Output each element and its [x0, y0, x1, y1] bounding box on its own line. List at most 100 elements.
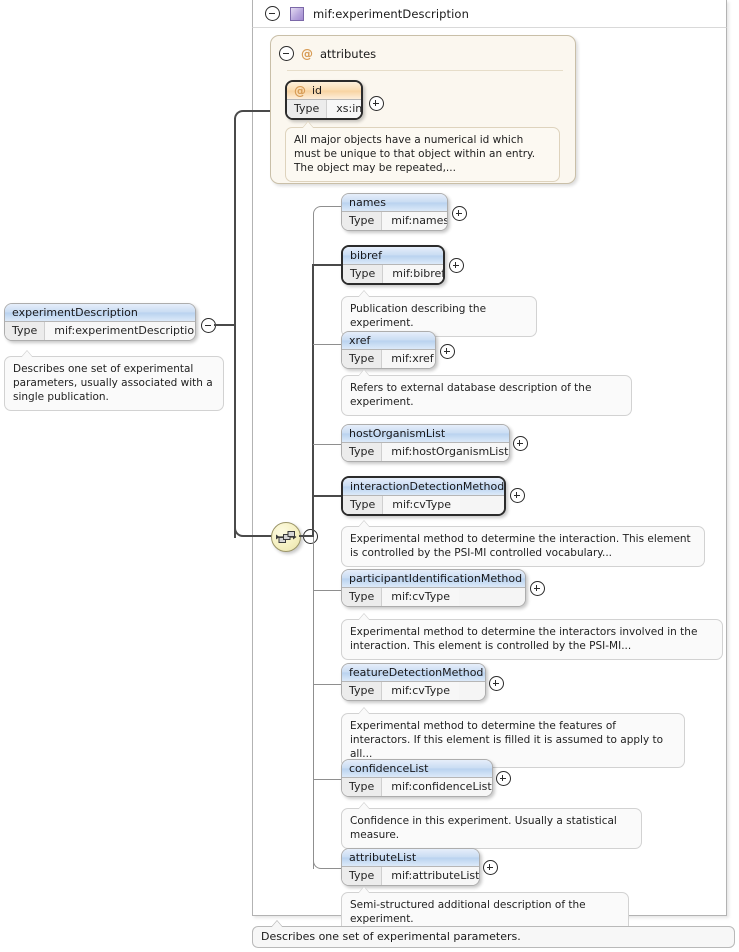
element-type-value-bibref: mif:bibref	[383, 265, 443, 283]
element-node-bibref[interactable]: bibref Type mif:bibref	[341, 245, 445, 285]
element-expand-plus-icon-xref[interactable]	[440, 344, 455, 359]
sequence-glyph	[276, 531, 297, 543]
element-type-key-names: Type	[342, 212, 383, 230]
connector-child-spine	[313, 214, 314, 869]
element-expand-plus-icon-hostorganismlist[interactable]	[513, 436, 528, 451]
element-type-key-featuredetectionmethod: Type	[342, 682, 383, 700]
element-expand-plus-icon-participantidentificationmethod[interactable]	[530, 581, 545, 596]
element-type-key-attributelist: Type	[342, 867, 383, 885]
connector-line-attributelist	[328, 868, 343, 869]
element-type-value-hostorganismlist: mif:hostOrganismList	[382, 443, 509, 461]
root-element-type-row: Type mif:experimentDescription	[5, 322, 195, 340]
attributes-collapse-minus-icon[interactable]	[279, 46, 294, 61]
connector-line-confidencelist	[313, 779, 343, 780]
attribute-id-annotation: All major objects have a numerical id wh…	[285, 121, 560, 182]
element-type-value-participantidentificationmethod: mif:cvType	[382, 588, 460, 606]
element-name-bibref: bibref	[343, 247, 443, 265]
element-type-value-attributelist: mif:attributeList	[382, 867, 479, 885]
connector-line-participantidentificationmethod	[313, 590, 343, 591]
element-name-attributelist: attributeList	[342, 849, 479, 867]
element-node-confidencelist[interactable]: confidenceList Type mif:confidenceList	[341, 759, 493, 797]
element-node-attributelist[interactable]: attributeList Type mif:attributeList	[341, 848, 480, 886]
element-name-interactiondetectionmethod: interactionDetectionMethod	[343, 478, 504, 496]
diagram-tooltip-text: Describes one set of experimental parame…	[261, 930, 521, 943]
root-element-name: experimentDescription	[5, 304, 195, 322]
element-expand-plus-icon-names[interactable]	[452, 206, 467, 221]
attribute-id-name: id	[312, 84, 323, 97]
element-annotation-participantidentificationmethod: Experimental method to determine the int…	[341, 613, 723, 660]
root-element-type-value: mif:experimentDescription	[45, 322, 195, 340]
connector-to-attributes	[250, 110, 272, 112]
attributes-divider	[287, 70, 563, 71]
connector-line-names	[328, 206, 343, 207]
element-annotation-confidencelist: Confidence in this experiment. Usually a…	[341, 802, 642, 849]
connector-elbow-attributelist	[313, 853, 329, 869]
connector-root-trunk	[234, 118, 236, 538]
attributes-header[interactable]: @ attributes	[279, 46, 376, 61]
element-annotation-xref: Refers to external database description …	[341, 369, 632, 416]
connector-line-interactiondetectionmethod	[312, 495, 343, 497]
element-node-interactiondetectionmethod[interactable]: interactionDetectionMethod Type mif:cvTy…	[341, 476, 506, 516]
element-expand-plus-icon-confidencelist[interactable]	[496, 771, 511, 786]
attribute-id-expand-plus-icon[interactable]	[369, 96, 384, 111]
element-expand-plus-icon-featuredetectionmethod[interactable]	[489, 676, 504, 691]
connector-to-sequence	[250, 535, 272, 537]
sequence-icon[interactable]	[271, 522, 301, 552]
attributes-label: attributes	[320, 46, 377, 61]
connector-sequence-stub	[299, 535, 314, 537]
collapse-minus-icon[interactable]	[265, 6, 280, 21]
element-annotation-bibref: Publication describing the experiment.	[341, 290, 537, 337]
element-type-value-names: mif:names	[382, 212, 447, 230]
element-type-key-hostorganismlist: Type	[342, 443, 383, 461]
root-element-node[interactable]: experimentDescription Type mif:experimen…	[4, 303, 196, 341]
attribute-node-id[interactable]: @ id Type xs:int	[285, 80, 363, 120]
root-element-annotation: Describes one set of experimental parame…	[4, 350, 224, 411]
element-node-hostorganismlist[interactable]: hostOrganismList Type mif:hostOrganismLi…	[341, 424, 510, 462]
complextype-square-icon	[290, 6, 304, 21]
element-type-row-interactiondetectionmethod: Type mif:cvType	[343, 496, 504, 514]
element-name-participantidentificationmethod: participantIdentificationMethod	[342, 570, 525, 588]
element-name-xref: xref	[342, 332, 435, 350]
attribute-id-type-row: Type xs:int	[287, 100, 361, 118]
element-annotation-interactiondetectionmethod: Experimental method to determine the int…	[341, 520, 705, 567]
element-type-key-bibref: Type	[343, 265, 384, 283]
element-name-hostorganismlist: hostOrganismList	[342, 425, 509, 443]
element-node-participantidentificationmethod[interactable]: participantIdentificationMethod Type mif…	[341, 569, 526, 607]
connector-line-xref	[313, 344, 343, 345]
element-type-key-xref: Type	[342, 350, 383, 368]
element-type-row-featuredetectionmethod: Type mif:cvType	[342, 682, 485, 700]
attribute-id-type-key: Type	[287, 100, 328, 118]
element-type-row-bibref: Type mif:bibref	[343, 265, 443, 283]
element-node-xref[interactable]: xref Type mif:xref	[341, 331, 436, 369]
element-name-confidencelist: confidenceList	[342, 760, 492, 778]
connector-line-bibref	[312, 264, 343, 266]
complextype-header[interactable]: mif:experimentDescription	[252, 0, 727, 28]
connector-elbow-attributes	[234, 110, 252, 128]
element-name-names: names	[342, 194, 447, 212]
element-type-value-interactiondetectionmethod: mif:cvType	[383, 496, 461, 514]
element-node-names[interactable]: names Type mif:names	[341, 193, 448, 231]
connector-line-featuredetectionmethod	[313, 684, 343, 685]
element-node-featuredetectionmethod[interactable]: featureDetectionMethod Type mif:cvType	[341, 663, 486, 701]
connector-root-stub	[214, 324, 236, 326]
element-type-row-attributelist: Type mif:attributeList	[342, 867, 479, 885]
element-type-value-featuredetectionmethod: mif:cvType	[382, 682, 460, 700]
connector-line-hostorganismlist	[313, 444, 343, 445]
at-sign-icon: @	[301, 46, 313, 61]
element-expand-plus-icon-attributelist[interactable]	[483, 860, 498, 875]
element-annotation-featuredetectionmethod: Experimental method to determine the fea…	[341, 707, 685, 768]
complextype-title: mif:experimentDescription	[313, 6, 469, 21]
attribute-id-type-value: xs:int	[327, 100, 361, 118]
attribute-id-header: @ id	[287, 82, 361, 100]
element-type-row-confidencelist: Type mif:confidenceList	[342, 778, 492, 796]
connector-spine-to-sequence	[312, 495, 314, 536]
connector-elbow-sequence	[234, 519, 252, 537]
element-type-key-participantidentificationmethod: Type	[342, 588, 383, 606]
element-expand-plus-icon-interactiondetectionmethod[interactable]	[510, 488, 525, 503]
diagram-tooltip: Describes one set of experimental parame…	[252, 920, 735, 948]
element-expand-plus-icon-bibref[interactable]	[449, 258, 464, 273]
element-type-row-participantidentificationmethod: Type mif:cvType	[342, 588, 525, 606]
element-type-value-xref: mif:xref	[382, 350, 435, 368]
element-type-value-confidencelist: mif:confidenceList	[382, 778, 492, 796]
connector-child-spine-required	[312, 264, 314, 496]
